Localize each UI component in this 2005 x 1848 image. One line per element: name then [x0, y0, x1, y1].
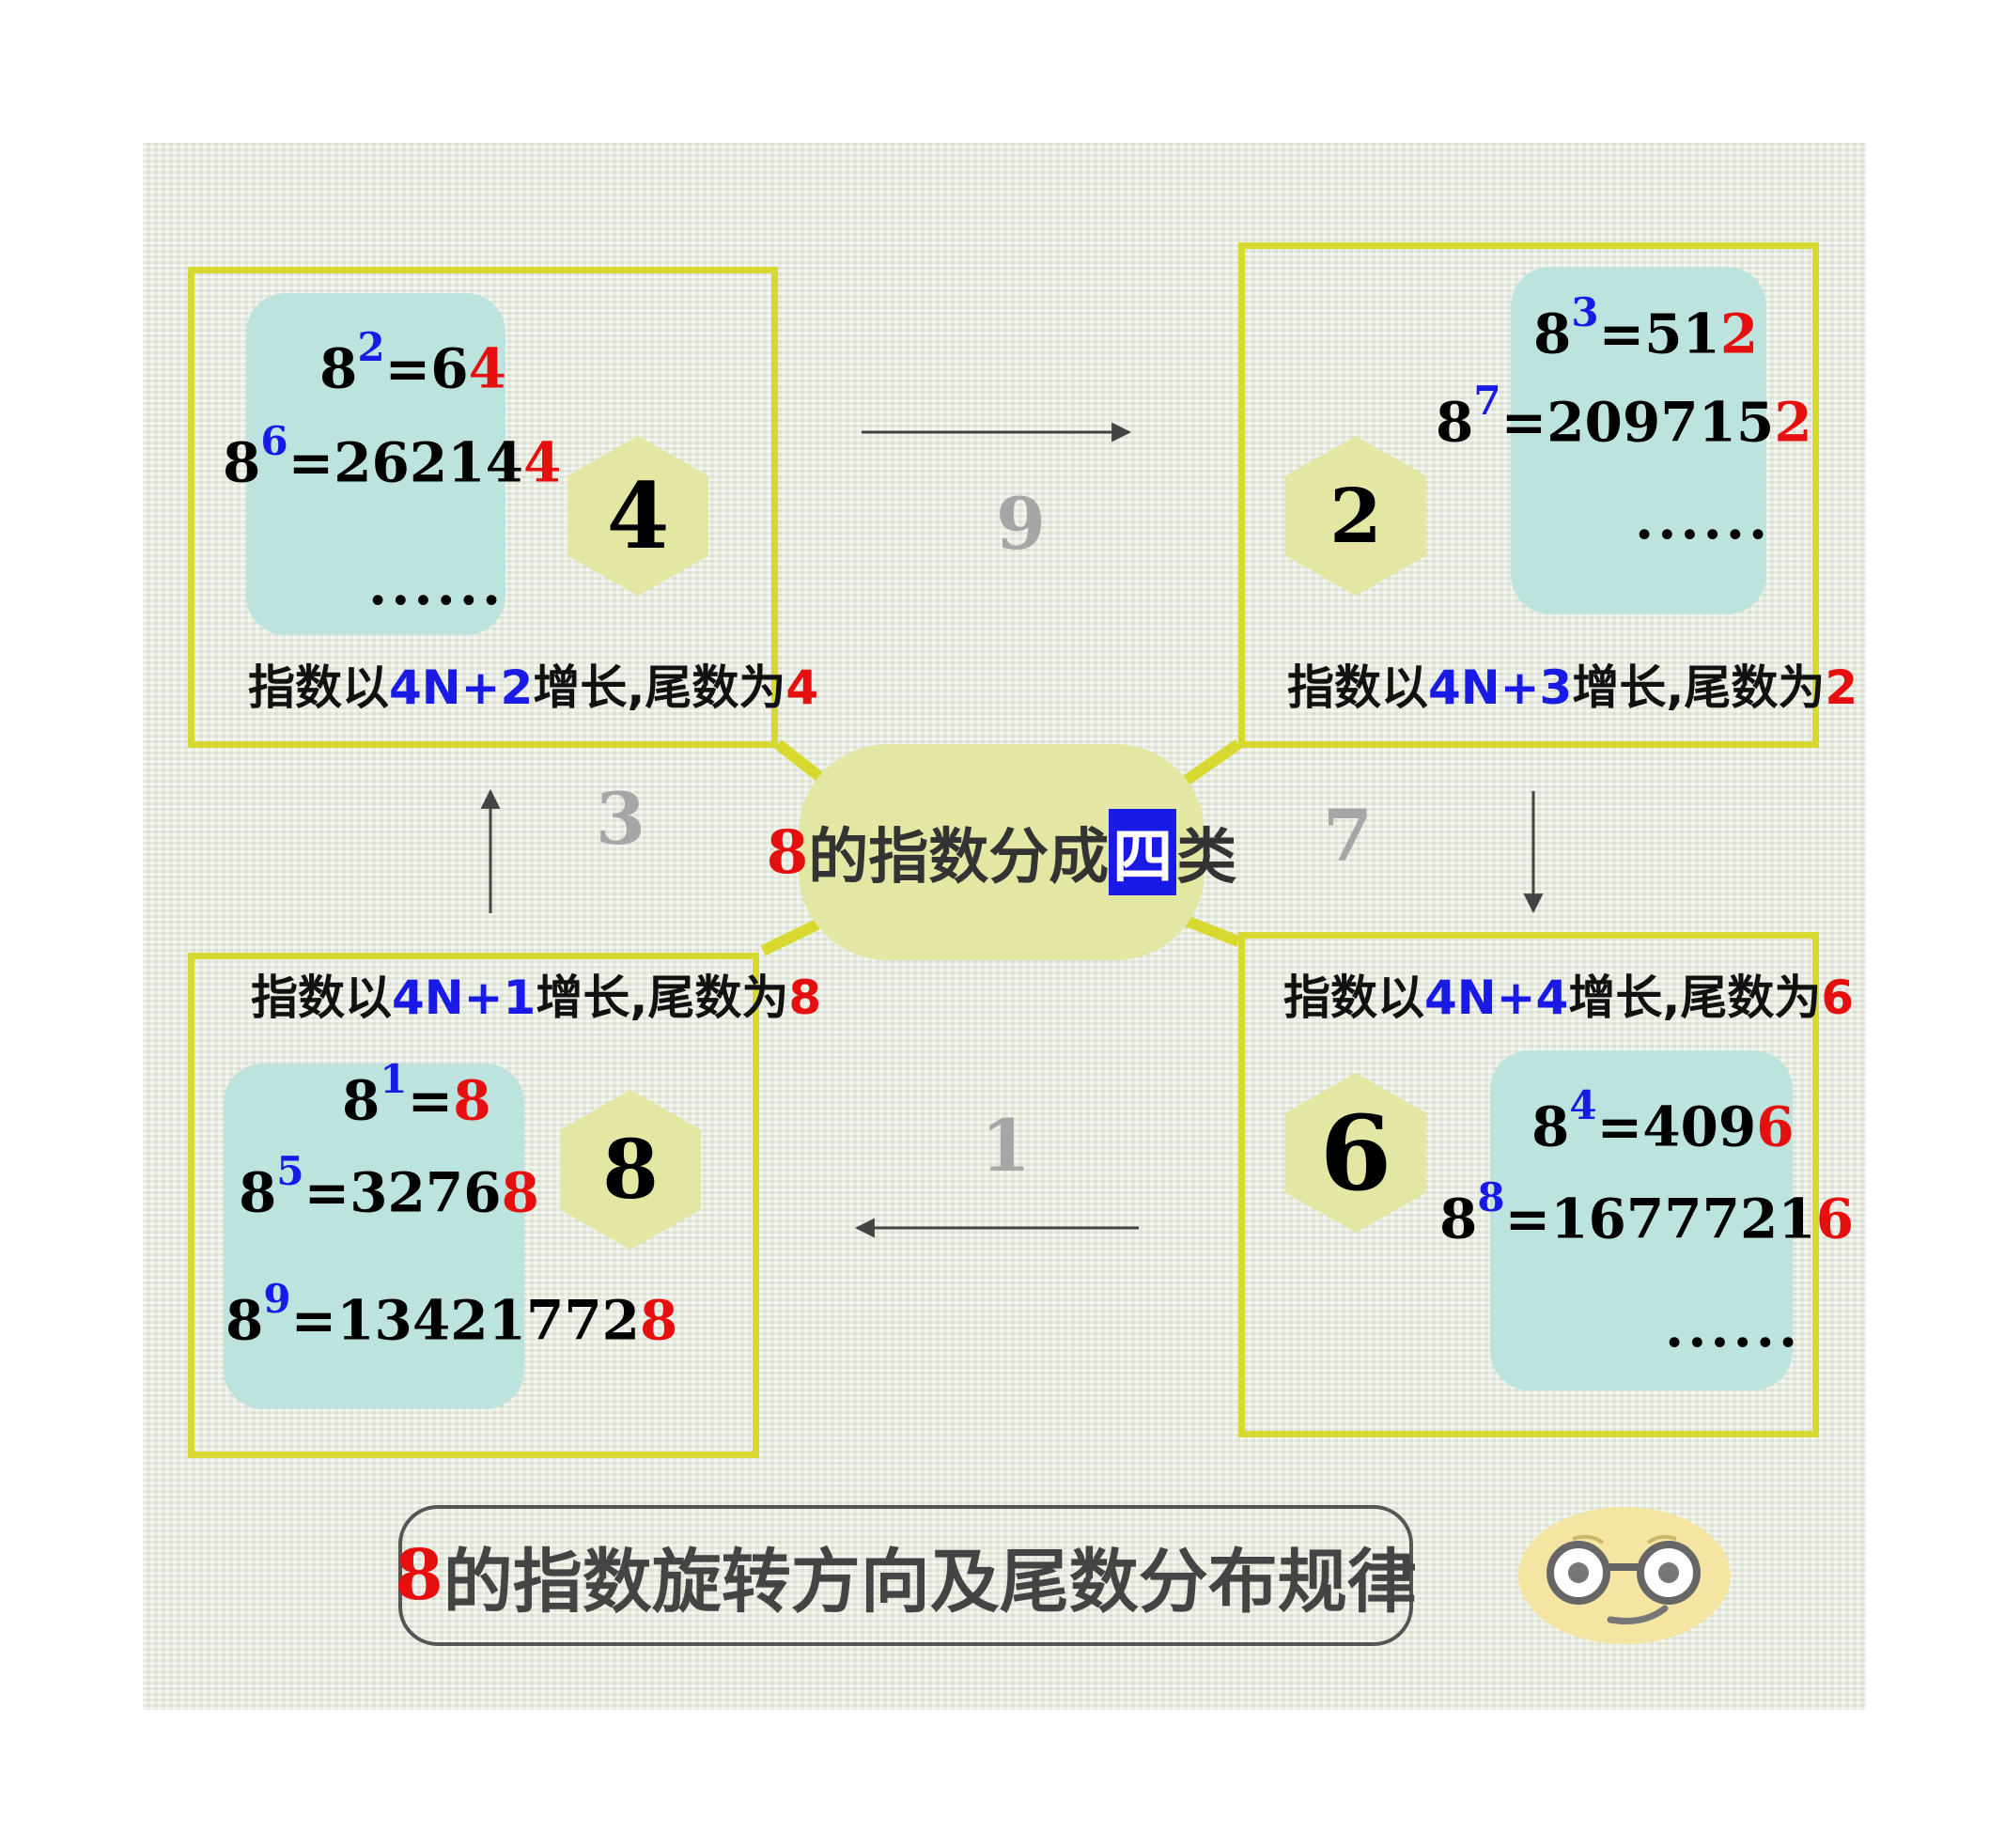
- panel-bottom-right: [1490, 1050, 1793, 1390]
- equation-br-2: 88=16777216: [1439, 1174, 1855, 1251]
- step-number-left: 3: [596, 777, 645, 861]
- step-number-top: 9: [996, 482, 1046, 566]
- step-number-right: 7: [1323, 794, 1373, 877]
- ellipsis-tr: ......: [1635, 488, 1772, 551]
- panel-bottom-left: [224, 1064, 524, 1409]
- quadrant-bottom-left: [188, 953, 759, 1458]
- equation-tr-1: 83=512: [1533, 289, 1759, 366]
- equation-tr-2: 87=2097152: [1436, 378, 1812, 455]
- digit-hex-br: 6: [1285, 1073, 1426, 1233]
- digit-hex-bl: 8: [560, 1090, 701, 1250]
- ellipsis-tl: ......: [368, 553, 505, 617]
- caption-bl: 指数以4N+1增长,尾数为8: [251, 971, 822, 1025]
- nerd-face-icon: [1518, 1507, 1731, 1644]
- equation-tl-2: 86=262144: [223, 418, 562, 495]
- quadrant-top-left: [188, 267, 778, 748]
- panel-top-left: [246, 293, 505, 635]
- equation-bl-1: 81=8: [342, 1056, 491, 1133]
- step-number-bottom: 1: [981, 1104, 1031, 1188]
- equation-bl-3: 89=134217728: [225, 1276, 678, 1353]
- caption-tr: 指数以4N+3增长,尾数为2: [1287, 660, 1858, 715]
- quadrant-bottom-right: [1238, 932, 1819, 1437]
- equation-br-1: 84=4096: [1531, 1082, 1795, 1159]
- panel-top-right: [1511, 267, 1766, 614]
- quadrant-top-right: [1238, 242, 1819, 748]
- caption-tl: 指数以4N+2增长,尾数为4: [248, 660, 819, 715]
- ellipsis-br: ......: [1665, 1296, 1802, 1359]
- caption-br: 指数以4N+4增长,尾数为6: [1283, 971, 1855, 1025]
- equation-tl-1: 82=64: [319, 324, 506, 401]
- equation-bl-2: 85=32768: [239, 1148, 539, 1225]
- diagram-canvas: 82=64 86=262144 ...... 4 指数以4N+2增长,尾数为4 …: [143, 143, 1866, 1710]
